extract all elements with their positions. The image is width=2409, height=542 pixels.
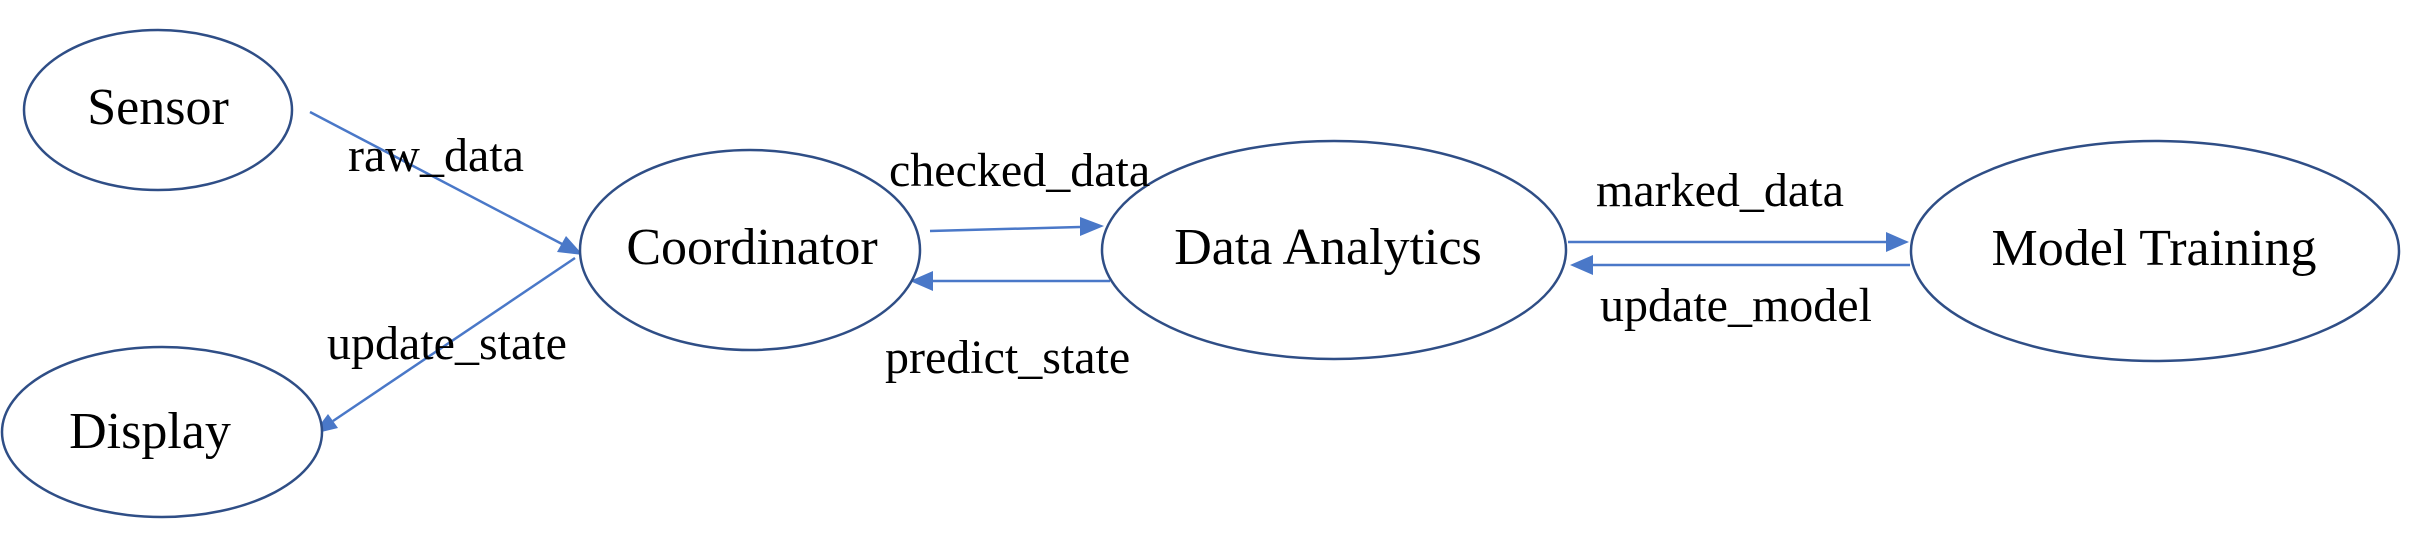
edge-marked-data-label: marked_data <box>1596 164 1844 217</box>
node-model-training-label: Model Training <box>1991 220 2316 277</box>
node-model-training-ellipse <box>1909 139 2401 363</box>
edge-update-model-arrowhead <box>1570 255 1593 275</box>
edge-update-state-line <box>332 256 576 423</box>
edge-raw-data-arrowhead <box>557 236 583 255</box>
edge-raw-data <box>309 110 583 255</box>
node-display-label: Display <box>69 403 231 460</box>
edge-raw-data-label: raw_data <box>348 129 524 182</box>
edge-update-model-label: update_model <box>1600 279 1872 332</box>
edge-marked-data-arrowhead <box>1886 232 1909 252</box>
edge-checked-data <box>929 217 1104 236</box>
node-model-training: Model Training <box>1909 139 2401 363</box>
node-data-analytics: Data Analytics <box>1100 139 1568 361</box>
edge-marked-data <box>1568 232 1909 252</box>
edge-raw-data-line <box>309 110 563 246</box>
node-display-ellipse <box>0 345 324 519</box>
edge-checked-data-line <box>929 225 1081 233</box>
node-sensor-ellipse <box>22 28 294 192</box>
node-sensor-label: Sensor <box>87 79 229 136</box>
edge-update-state-label: update_state <box>327 317 567 370</box>
edge-predict-state-arrowhead <box>910 271 933 291</box>
node-data-analytics-ellipse <box>1100 139 1568 361</box>
edge-checked-data-arrowhead <box>1080 217 1104 236</box>
node-coordinator-label: Coordinator <box>626 219 877 276</box>
edge-predict-state-label: predict_state <box>885 331 1130 384</box>
node-sensor: Sensor <box>22 28 294 192</box>
node-data-analytics-label: Data Analytics <box>1174 219 1482 276</box>
node-display: Display <box>0 345 324 519</box>
edge-predict-state <box>910 271 1110 291</box>
node-coordinator-ellipse <box>578 148 922 352</box>
edge-checked-data-label: checked_data <box>889 144 1150 197</box>
edge-update-model <box>1570 255 1910 275</box>
node-coordinator: Coordinator <box>578 148 922 352</box>
